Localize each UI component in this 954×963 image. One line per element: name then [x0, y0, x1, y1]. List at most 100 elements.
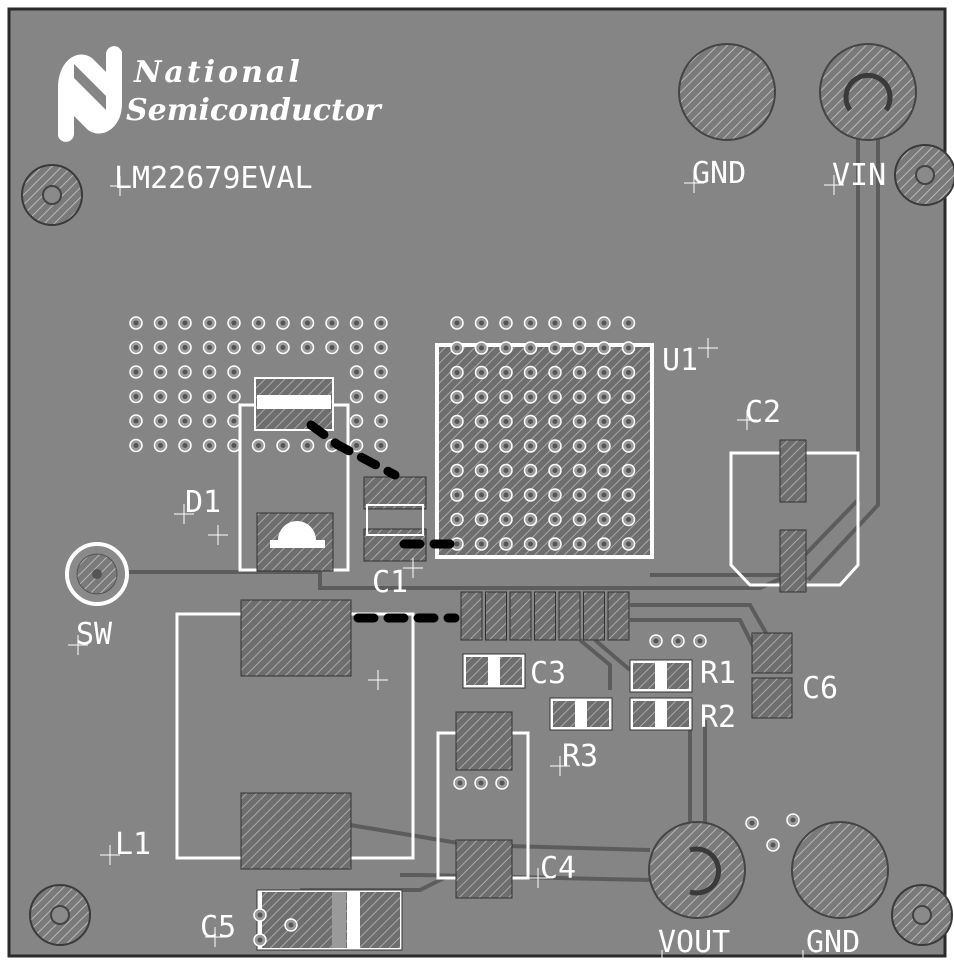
via	[349, 414, 364, 428]
via	[597, 414, 611, 429]
via	[523, 316, 538, 330]
label-l1: L1	[115, 827, 151, 862]
via	[474, 463, 489, 478]
via	[499, 316, 513, 330]
label-d1: D1	[185, 485, 221, 520]
via	[276, 340, 290, 355]
via	[450, 390, 464, 404]
via	[202, 414, 217, 428]
terminal-vout	[648, 821, 746, 919]
via	[202, 316, 217, 330]
via	[178, 340, 192, 355]
via	[178, 438, 192, 453]
via	[572, 365, 587, 380]
u1-package	[435, 343, 654, 559]
via	[450, 488, 464, 502]
via	[597, 512, 611, 527]
via	[474, 439, 489, 453]
u1-lead-pad	[534, 591, 556, 641]
via	[548, 488, 562, 502]
u1-lead-pad	[485, 591, 507, 641]
d1-component	[238, 377, 350, 572]
via	[474, 414, 489, 429]
via	[374, 414, 388, 428]
via	[572, 341, 587, 355]
via	[129, 438, 143, 453]
via	[572, 488, 587, 502]
national-semiconductor-logo-icon	[58, 46, 122, 142]
via	[523, 537, 538, 551]
terminal-vin	[819, 43, 917, 141]
label-c1: C1	[372, 565, 408, 600]
l1-component	[175, 599, 415, 870]
via	[499, 365, 513, 380]
u1-lead-pad	[460, 591, 483, 641]
via	[374, 365, 388, 379]
via	[349, 389, 364, 404]
via	[572, 512, 587, 527]
via	[523, 463, 538, 478]
via	[349, 365, 364, 379]
via	[153, 414, 168, 428]
label-r2: R2	[700, 700, 736, 735]
via	[227, 438, 241, 453]
label-vout: VOUT	[658, 925, 730, 960]
via	[621, 341, 636, 355]
r3-component	[549, 697, 613, 731]
label-u1: U1	[662, 343, 698, 378]
via	[474, 537, 489, 551]
via	[374, 438, 388, 453]
c5-component	[253, 889, 403, 951]
via	[523, 512, 538, 527]
via	[523, 414, 538, 429]
via	[129, 340, 143, 355]
via	[227, 365, 241, 379]
u1-lead-pad	[558, 591, 581, 641]
via	[523, 488, 538, 502]
label-sw: SW	[76, 617, 113, 652]
via	[178, 316, 192, 330]
board-title: LM22679EVAL	[114, 161, 313, 196]
via	[523, 365, 538, 380]
via	[153, 340, 168, 355]
via	[597, 439, 611, 453]
label-c3: C3	[530, 656, 566, 691]
via	[153, 365, 168, 379]
via	[621, 488, 636, 502]
via	[572, 390, 587, 404]
via	[548, 512, 562, 527]
via	[597, 341, 611, 355]
u1-lead-pad	[583, 591, 605, 641]
via	[621, 390, 636, 404]
label-c5: C5	[200, 910, 236, 945]
via	[548, 316, 562, 330]
via	[597, 537, 611, 551]
via	[251, 316, 266, 330]
via	[276, 438, 290, 453]
r2-component	[629, 697, 693, 731]
mounting-holes	[21, 144, 954, 946]
c3-component	[462, 653, 526, 689]
via	[153, 316, 168, 330]
via	[548, 537, 562, 551]
via	[548, 390, 562, 404]
via	[597, 316, 611, 330]
terminal-sw	[65, 542, 129, 606]
via	[202, 340, 217, 355]
via	[325, 340, 339, 355]
label-gnd-top: GND	[692, 156, 746, 191]
via	[202, 438, 217, 453]
via	[153, 438, 168, 453]
c4-component	[436, 711, 530, 899]
via	[202, 389, 217, 404]
via	[548, 414, 562, 429]
via	[499, 341, 513, 355]
via	[597, 365, 611, 380]
via	[374, 316, 388, 330]
via	[450, 316, 464, 330]
label-r1: R1	[700, 656, 736, 691]
via	[450, 463, 464, 478]
via	[474, 512, 489, 527]
via	[129, 316, 143, 330]
